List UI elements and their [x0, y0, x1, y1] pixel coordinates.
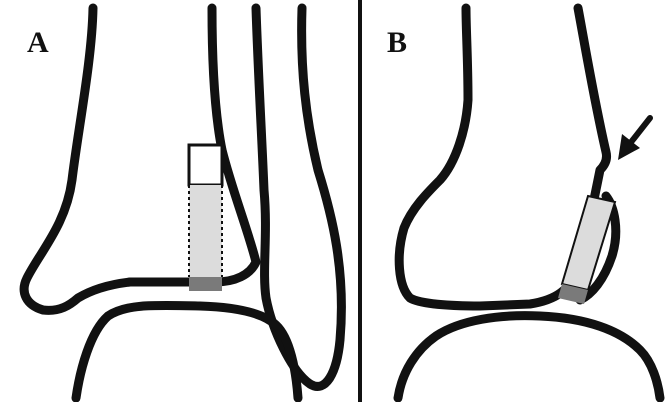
- graft-cap-a: [189, 145, 222, 185]
- graft-tip-a: [189, 277, 222, 291]
- graft-body-a: [189, 185, 222, 277]
- panel-b-label: B: [387, 26, 407, 59]
- panel-a-label: A: [27, 26, 49, 59]
